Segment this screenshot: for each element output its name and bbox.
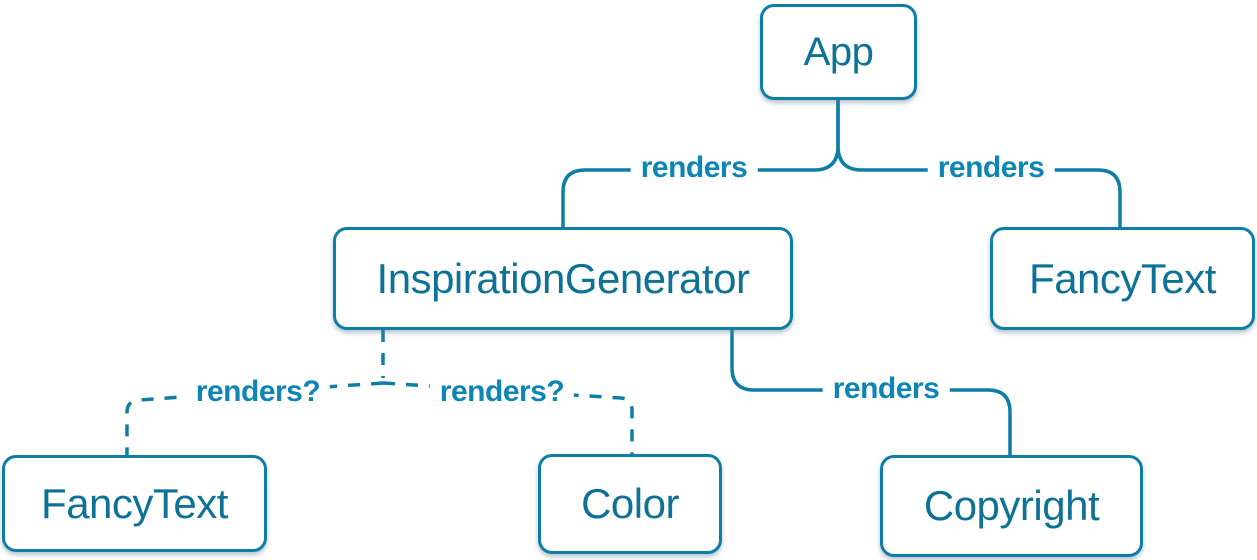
edge-label-inspirationgenerator-color: renders?: [429, 375, 575, 409]
node-fancy-text-bottom: FancyText: [2, 455, 267, 552]
node-inspiration-generator-label: InspirationGenerator: [376, 254, 750, 302]
node-color-label: Color: [581, 480, 679, 527]
node-app-label: App: [803, 29, 874, 74]
edge-label-app-fancytext: renders: [927, 151, 1055, 185]
node-fancy-text-bottom-label: FancyText: [41, 479, 228, 527]
edge-inspirationgenerator-color-line: [382, 381, 634, 454]
node-color: Color: [538, 454, 722, 554]
edge-label-inspirationgenerator-fancytext: renders?: [185, 375, 331, 409]
edge-inspirationgenerator-fancytext-line: [125, 381, 384, 455]
node-fancy-text-top: FancyText: [990, 227, 1255, 330]
node-fancy-text-top-label: FancyText: [1029, 254, 1216, 302]
node-copyright: Copyright: [880, 455, 1143, 557]
edge-label-app-inspirationgenerator: renders: [630, 151, 758, 185]
node-app: App: [760, 4, 917, 100]
node-inspiration-generator: InspirationGenerator: [333, 227, 793, 330]
edge-label-inspirationgenerator-copyright: renders: [822, 372, 950, 406]
node-copyright-label: Copyright: [923, 482, 1100, 529]
